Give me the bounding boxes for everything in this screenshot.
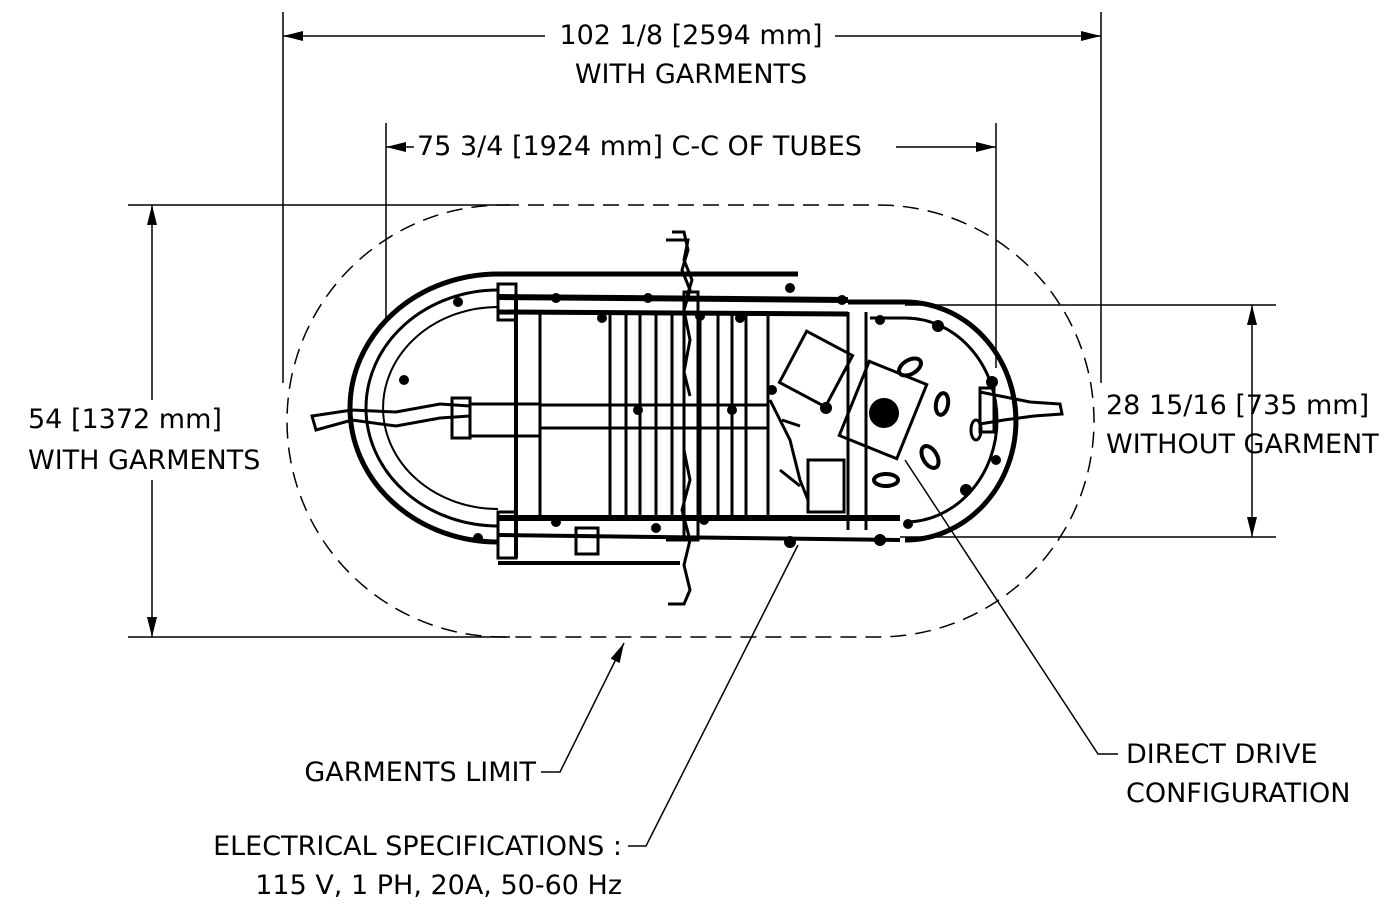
fasteners [399,283,1001,548]
bottom-motor [576,528,598,554]
fastener [784,536,796,548]
electrical-specifications-title: ELECTRICAL SPECIFICATIONS : [213,831,622,862]
fastener [986,376,998,388]
tube-spacing-value: 75 3/4 [1924 mm] C-C OF TUBES [417,131,862,162]
centre-hanger-top-2 [672,232,690,396]
overall-width-note: WITH GARMENTS [574,59,808,90]
centre-bracket [684,292,698,540]
dimension-overall-width [283,12,1101,383]
fastener [837,295,847,305]
left-rail-inner [383,307,498,509]
fastener [903,519,913,529]
overall-width-value: 102 1/8 [2594 mm] [559,20,823,51]
leader-lines [541,460,1118,846]
right-end-outer [848,302,1016,540]
machine-height-value: 28 15/16 [735 mm] [1106,390,1370,421]
dimension-tube-spacing [386,123,996,368]
fastener [473,533,483,543]
fastener [597,313,607,323]
fastener [699,515,709,525]
slot [934,392,950,416]
centre-hanger-bottom [666,540,690,604]
left-end-plate-top [498,284,516,320]
left-hanger-clamp [452,398,470,438]
leader-electrical [628,545,798,846]
fastener [932,320,944,332]
slot [918,443,942,471]
left-rail-middle [366,290,498,526]
centre-hanger-bottom-2 [682,450,690,540]
machine-body [312,232,1062,604]
electrical-specifications-values: 115 V, 1 PH, 20A, 50-60 Hz [255,870,622,901]
slot [896,355,924,379]
drive-linkage [770,400,808,500]
top-rail-inner [498,297,848,300]
garments-limit-label: GARMENTS LIMIT [304,757,536,788]
left-hanger [312,404,470,430]
direct-drive-label-line2: CONFIGURATION [1126,778,1351,809]
fastener [551,517,561,527]
motor-housing [779,331,852,407]
right-hanger-clamp [980,388,994,432]
fastener [551,293,561,303]
fastener [874,534,886,546]
fastener [651,523,661,533]
fastener [960,484,972,496]
slot [971,420,981,440]
fastener [767,385,777,395]
right-hanger [980,392,1062,424]
left-rail-outer [350,274,498,542]
leader-garments-limit [541,643,624,772]
fastener [875,315,885,325]
dimension-overall-height [128,205,510,637]
garments-limit-outline [287,205,1094,637]
machine-height-note: WITHOUT GARMENT [1106,429,1379,460]
direct-drive-label-line1: DIRECT DRIVE [1126,739,1318,770]
overall-height-note: WITH GARMENTS [28,445,261,476]
slot [874,474,898,486]
fastener [633,405,643,415]
fastener [820,402,832,414]
fastener [727,405,737,415]
fastener [453,297,463,307]
leader-direct-drive [905,460,1118,754]
dimension-machine-height [900,305,1276,537]
left-shaft [470,404,540,436]
fastener [785,283,795,293]
fastener [695,311,705,321]
fastener [735,313,745,323]
drive-hub [870,399,898,427]
fastener [991,455,1001,465]
fastener [643,293,653,303]
overall-height-value: 54 [1372 mm] [28,404,222,435]
fastener [399,375,409,385]
control-box [808,460,844,512]
